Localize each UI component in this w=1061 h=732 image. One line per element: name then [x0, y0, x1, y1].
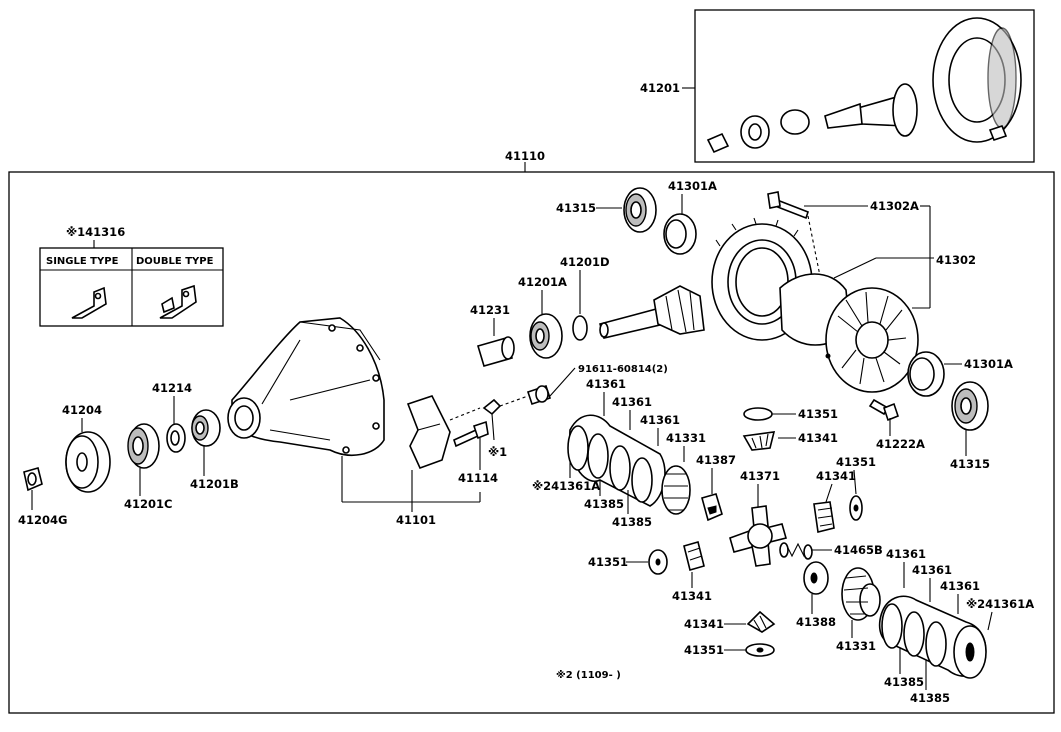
- spacer-block-icon: [701, 493, 723, 522]
- label-41110: 41110: [505, 149, 545, 163]
- pressure-ring-icon: [803, 561, 829, 595]
- label-91611-60814: 91611-60814(2): [578, 364, 668, 375]
- label-41222A: 41222A: [876, 437, 925, 451]
- pinion-gear-top-icon: [742, 431, 776, 451]
- note-mark-2-range: ※2 (1109- ): [556, 669, 621, 681]
- pinion-shaft-cross-icon: [729, 505, 787, 567]
- thrust-washer-left-icon: [648, 549, 668, 575]
- pinion-gear-right-icon: [813, 501, 835, 533]
- ring-gear-bolt-icon: [767, 191, 809, 220]
- spacer-ring-icon: [166, 423, 186, 453]
- label-41331-top: 41331: [666, 431, 706, 445]
- note-mark-1: ※1: [488, 445, 507, 459]
- label-41388: 41388: [796, 615, 836, 629]
- single-type-header: SINGLE TYPE: [46, 256, 119, 267]
- label-41385-d: 41385: [910, 691, 950, 705]
- label-41351-bottom: 41351: [684, 643, 724, 657]
- clutch-plate-pack-left-icon: [567, 414, 666, 507]
- label-41361-a: 41361: [586, 377, 626, 391]
- label-41101: 41101: [396, 513, 436, 527]
- label-41341-left: 41341: [672, 589, 712, 603]
- label-41351-top: 41351: [798, 407, 838, 421]
- label-41351-left: 41351: [588, 555, 628, 569]
- ring-gear-set-icon: [706, 17, 1022, 154]
- lock-clip-icon: [482, 398, 502, 416]
- label-141316: ※141316: [66, 225, 125, 239]
- side-gear-left-icon: [661, 465, 691, 515]
- double-clip-icon: [159, 284, 197, 319]
- clutch-plate-pack-right-icon: [878, 595, 987, 679]
- bearing-cap-icon: [406, 395, 451, 470]
- pinion-washer-icon: [572, 315, 588, 341]
- assembly-frame: [8, 171, 1055, 714]
- label-41387: 41387: [696, 453, 736, 467]
- label-41385-a: 41385: [584, 497, 624, 511]
- label-41315-top: 41315: [556, 201, 596, 215]
- companion-flange-icon: [65, 431, 111, 493]
- label-41214: 41214: [152, 381, 192, 395]
- label-41302A: 41302A: [870, 199, 919, 213]
- spring-icon: [779, 542, 813, 560]
- single-clip-icon: [71, 286, 107, 319]
- double-type-header: DOUBLE TYPE: [136, 256, 214, 267]
- label-41361A-left: ※241361A: [532, 479, 600, 493]
- label-41371: 41371: [740, 469, 780, 483]
- side-gear-right-icon: [841, 567, 881, 621]
- pinion-gear-left-icon: [683, 541, 705, 571]
- label-41201D: 41201D: [560, 255, 610, 269]
- label-41201A: 41201A: [518, 275, 567, 289]
- rear-bearing-icon: [191, 409, 221, 447]
- label-41201: 41201: [640, 81, 680, 95]
- thrust-washer-bottom-icon: [745, 643, 775, 657]
- thrust-washer-top-icon: [743, 407, 773, 421]
- label-41341-top: 41341: [798, 431, 838, 445]
- side-bearing-right-icon: [951, 381, 989, 431]
- collapsible-spacer-icon: [477, 336, 515, 367]
- label-41204: 41204: [62, 403, 102, 417]
- label-41341-right: 41341: [816, 469, 856, 483]
- label-41204G: 41204G: [18, 513, 67, 527]
- label-41201C: 41201C: [124, 497, 172, 511]
- label-41302: 41302: [936, 253, 976, 267]
- case-bolt-icon: [868, 398, 899, 422]
- differential-carrier-icon: [227, 317, 385, 456]
- cap-bolt-icon: [453, 420, 489, 448]
- label-41361-b: 41361: [612, 395, 652, 409]
- label-41114: 41114: [458, 471, 498, 485]
- label-41231: 41231: [470, 303, 510, 317]
- bearing-race-top-icon: [663, 213, 697, 255]
- plug-bolt-icon: [526, 384, 552, 406]
- differential-case-icon: [779, 273, 919, 393]
- label-41385-c: 41385: [884, 675, 924, 689]
- label-41465B: 41465B: [834, 543, 883, 557]
- bearing-race-right-icon: [907, 351, 945, 397]
- label-41315-right: 41315: [950, 457, 990, 471]
- label-41361-e: 41361: [912, 563, 952, 577]
- label-41361A-right: ※241361A: [966, 597, 1034, 611]
- subassembly-frame: [694, 9, 1035, 163]
- side-bearing-top-icon: [623, 187, 657, 233]
- front-bearing-icon: [529, 313, 563, 359]
- thrust-washer-right-icon: [849, 495, 863, 521]
- label-41361-f: 41361: [940, 579, 980, 593]
- flange-nut-icon: [23, 467, 43, 492]
- label-41385-b: 41385: [612, 515, 652, 529]
- label-41361-d: 41361: [886, 547, 926, 561]
- label-41351-right: 41351: [836, 455, 876, 469]
- label-41301A-top: 41301A: [668, 179, 717, 193]
- label-41361-c: 41361: [640, 413, 680, 427]
- oil-seal-icon: [127, 423, 160, 469]
- pinion-gear-bottom-icon: [746, 610, 776, 633]
- label-41331-bottom: 41331: [836, 639, 876, 653]
- drive-pinion-icon: [599, 285, 705, 339]
- label-41301A-right: 41301A: [964, 357, 1013, 371]
- label-41201B: 41201B: [190, 477, 239, 491]
- label-41341-bottom: 41341: [684, 617, 724, 631]
